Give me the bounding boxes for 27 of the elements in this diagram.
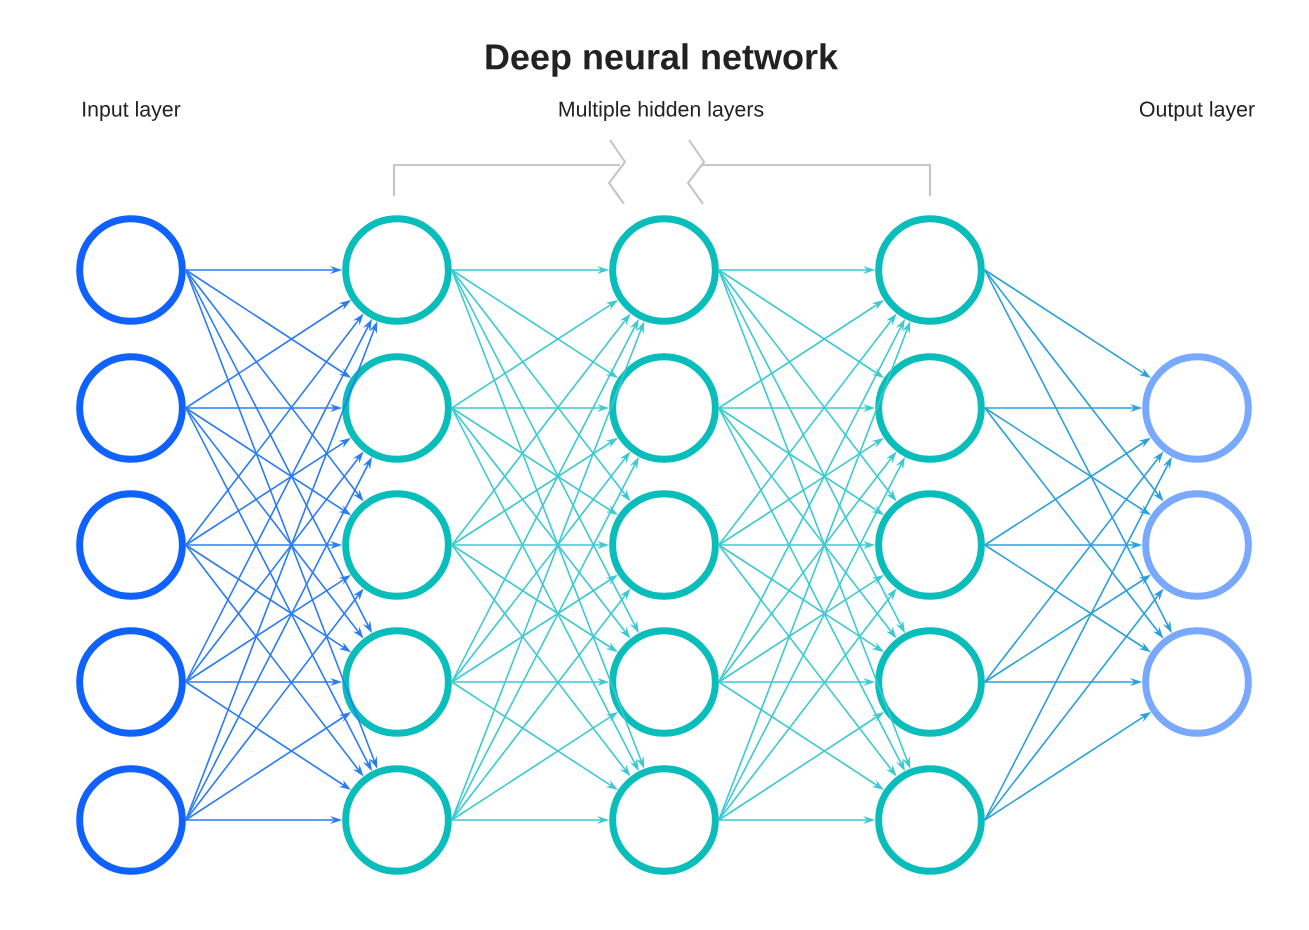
neuron-circle (76, 490, 186, 600)
neuron-circle (875, 627, 985, 737)
neuron-circle (1142, 627, 1252, 737)
neuron-circle (76, 765, 186, 875)
neuron-circle (875, 490, 985, 600)
neuron-circle (342, 215, 452, 325)
layer-label: Input layer (83, 101, 181, 121)
neuron-circle (76, 627, 186, 737)
neuron-circle (1142, 490, 1252, 600)
neuron-circle (609, 627, 719, 737)
neuron-circle (609, 765, 719, 875)
layer-label: Multiple hidden layers (559, 101, 764, 121)
neuron-circle (875, 215, 985, 325)
neuron-circle (875, 765, 985, 875)
neuron-circle (609, 215, 719, 325)
neuron-circle (76, 353, 186, 463)
title: Deep neural network (486, 43, 839, 77)
neuron-circle (875, 353, 985, 463)
neuron-circle (342, 765, 452, 875)
neuron-circle (342, 353, 452, 463)
neuron-circle (609, 490, 719, 600)
layer-label: Output layer (1139, 101, 1255, 121)
neuron-circle (609, 353, 719, 463)
neuron-circle (342, 627, 452, 737)
neuron-circle (342, 490, 452, 600)
neuron-circle (1142, 353, 1252, 463)
neuron-circle (76, 215, 186, 325)
